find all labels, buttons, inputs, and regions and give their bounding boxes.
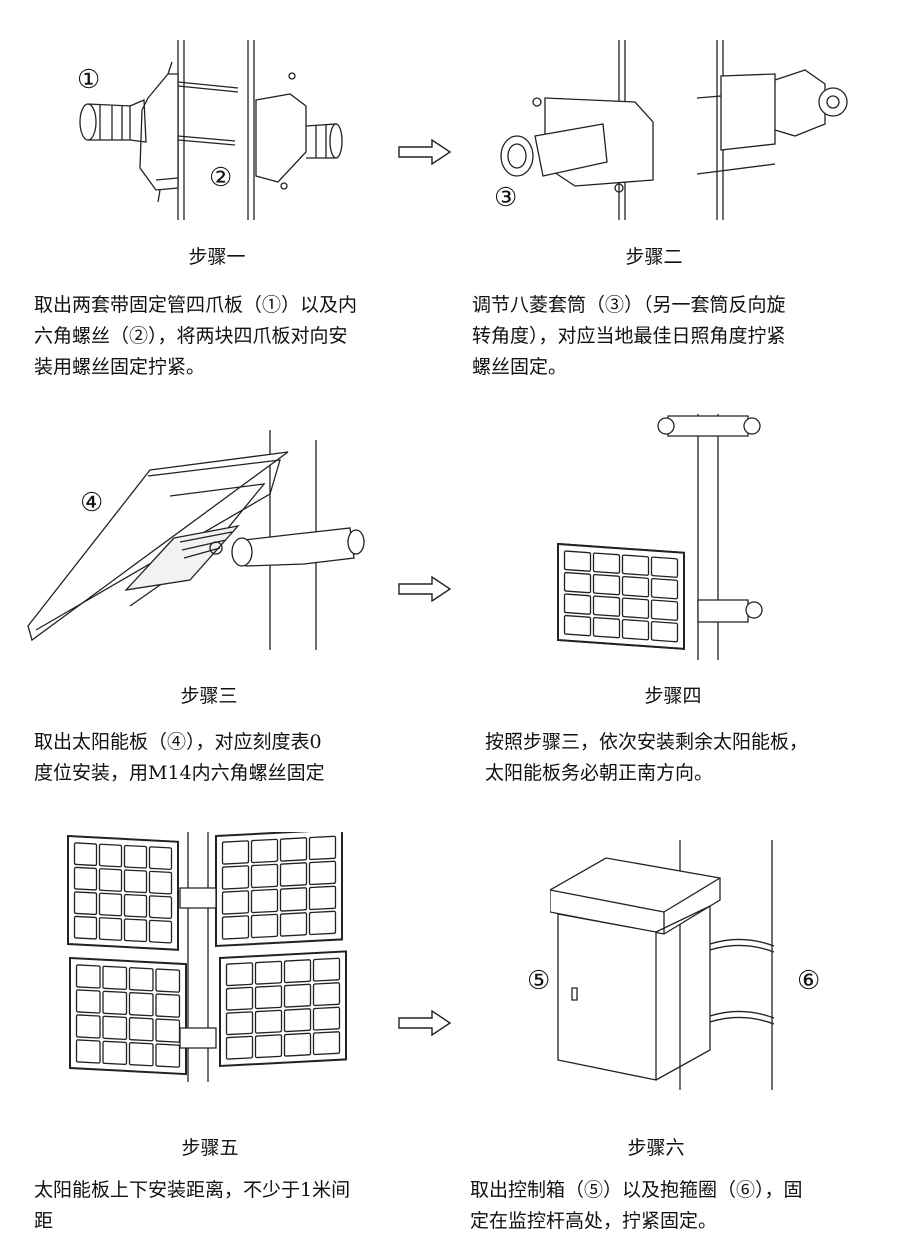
step6-description: 取出控制箱（⑤）以及抱箍圈（⑥），固 定在监控杆高处，拧紧固定。 (470, 1179, 803, 1232)
step5-illustration (60, 832, 360, 1082)
step1-illustration (60, 40, 400, 230)
step1-title: 步骤一 (188, 246, 246, 268)
label-6: ⑥ (797, 966, 821, 996)
arrow-right-icon (398, 576, 452, 602)
step3-title: 步骤三 (180, 685, 238, 707)
label-1: ① (77, 65, 101, 95)
label-2: ② (209, 163, 233, 193)
step5-title: 步骤五 (181, 1137, 239, 1159)
step3-description: 取出太阳能板（④），对应刻度表0 度位安装，用M14内六角螺丝固定 (34, 731, 325, 784)
step2-illustration (485, 40, 865, 230)
step6-illustration (550, 840, 790, 1090)
step2-title: 步骤二 (625, 246, 683, 268)
step4-description: 按照步骤三，依次安装剩余太阳能板， 太阳能板务必朝正南方向。 (485, 731, 809, 784)
step6-title: 步骤六 (627, 1137, 685, 1159)
arrow-right-icon (398, 139, 452, 165)
step4-title: 步骤四 (644, 685, 702, 707)
step2-description: 调节八菱套筒（③）（另一套筒反向旋 转角度），对应当地最佳日照角度拧紧 螺丝固定… (472, 294, 786, 378)
label-3: ③ (494, 183, 518, 213)
label-4: ④ (80, 488, 104, 518)
step5-description: 太阳能板上下安装距离，不少于1米间 距 (34, 1179, 351, 1232)
step1-description: 取出两套带固定管四爪板（①）以及内 六角螺丝（②），将两块四爪板对向安 装用螺丝… (34, 294, 358, 378)
arrow-right-icon (398, 1010, 452, 1036)
step3-illustration (20, 430, 400, 650)
label-5: ⑤ (527, 966, 551, 996)
step4-illustration (548, 404, 778, 660)
